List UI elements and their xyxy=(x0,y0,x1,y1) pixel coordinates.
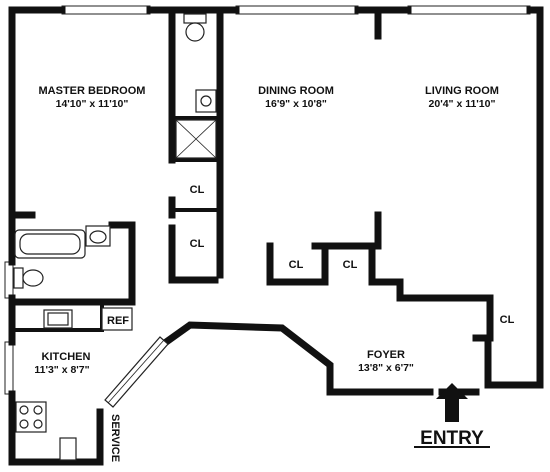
closet-label: CL xyxy=(190,238,205,250)
sink-drain xyxy=(200,95,212,107)
closet-label: CL xyxy=(289,259,304,271)
closet-label: CL xyxy=(190,184,205,196)
bathtub-inner xyxy=(19,233,81,255)
dining-room-label: DINING ROOM xyxy=(258,85,334,97)
toilet-bowl-top xyxy=(185,22,205,42)
living-room-label: LIVING ROOM xyxy=(425,85,499,97)
kitchen-counter xyxy=(59,437,77,461)
window-bedroom xyxy=(61,5,151,15)
stove-icon xyxy=(15,401,47,433)
service-door xyxy=(104,336,169,408)
kitchen-dims: 11'3" x 8'7" xyxy=(34,364,89,376)
master-bedroom-dims: 14'10" x 11'10" xyxy=(56,98,129,110)
entry-label: ENTRY xyxy=(420,428,484,449)
dining-room-dims: 16'9" x 10'8" xyxy=(265,98,327,110)
fixtures xyxy=(13,13,217,461)
toilet-tank-bath xyxy=(13,267,24,289)
living-room-dims: 20'4" x 11'10" xyxy=(429,98,496,110)
entry-arrow-icon xyxy=(436,383,468,422)
foyer-dims: 13'8" x 6'7" xyxy=(358,362,414,374)
toilet-bath-icon xyxy=(22,269,44,287)
window-dining xyxy=(235,5,359,15)
kitchen-sink-basin xyxy=(47,312,69,326)
windows xyxy=(4,5,531,395)
window-bath xyxy=(4,261,14,299)
refrigerator-label: REF xyxy=(107,315,129,327)
toilet-tank-top xyxy=(183,13,207,24)
service-label: SERVICE xyxy=(109,414,121,462)
refrigerator-box xyxy=(101,307,133,331)
closet-label: CL xyxy=(343,259,358,271)
closet-label: CL xyxy=(500,314,515,326)
kitchen-label: KITCHEN xyxy=(42,351,91,363)
bath-sink-bowl xyxy=(89,230,107,244)
foyer-label: FOYER xyxy=(367,349,405,361)
window-living xyxy=(407,5,531,15)
master-bedroom-label: MASTER BEDROOM xyxy=(39,85,146,97)
window-kitchen xyxy=(4,341,14,395)
